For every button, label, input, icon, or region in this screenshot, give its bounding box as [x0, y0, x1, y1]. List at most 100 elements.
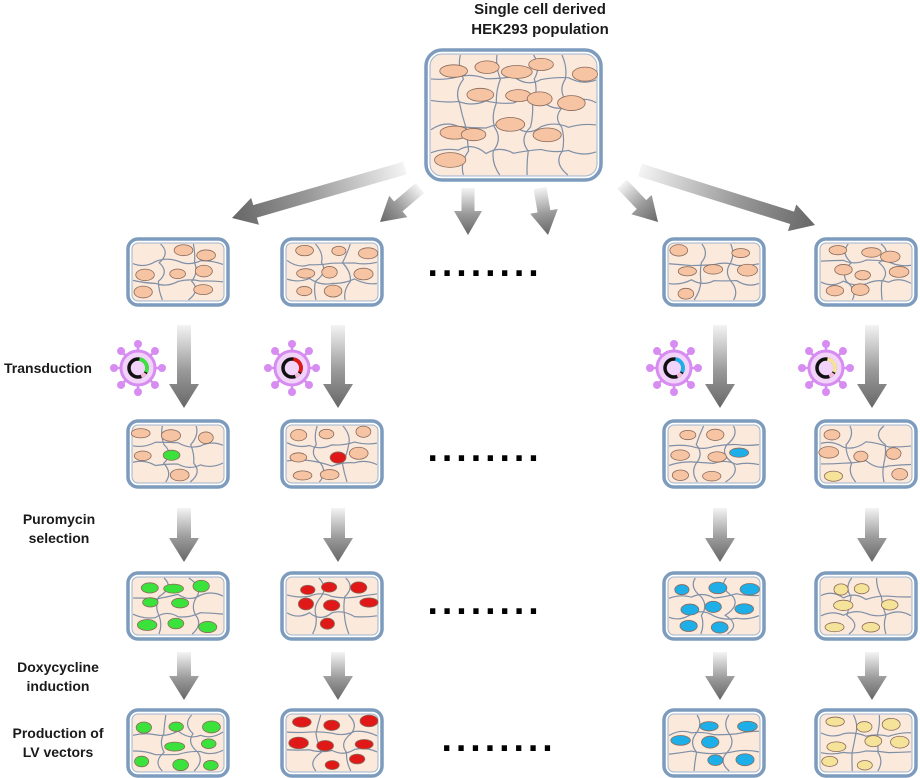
cell-boundary — [132, 460, 224, 468]
cell-nucleus — [134, 755, 150, 768]
cell-nucleus — [888, 266, 910, 278]
cell-nucleus — [735, 753, 755, 767]
cell-nucleus — [133, 285, 153, 299]
cell-boundary — [668, 593, 760, 599]
dish-inner — [429, 53, 598, 177]
cell-nucleus — [193, 284, 214, 296]
virus-spike-tip — [686, 380, 695, 389]
production-line-1: Production of — [12, 725, 104, 741]
cell-nucleus — [192, 579, 210, 593]
cell-nucleus — [168, 721, 184, 732]
cell-nucleus — [821, 755, 839, 767]
cell-nucleus — [739, 583, 760, 596]
arrow-icon — [638, 163, 815, 232]
cell-nucleus — [734, 603, 754, 615]
cell-nucleus — [710, 621, 729, 634]
cell-culture-icon — [662, 237, 766, 307]
step-label-puromycin: Puromycin selection — [14, 510, 104, 548]
plasmid-marker — [294, 372, 301, 379]
cell-boundary — [668, 611, 760, 620]
virus-spike-tip — [288, 388, 296, 396]
cell-nucleus — [329, 451, 347, 464]
arrow-shape — [857, 508, 887, 562]
arrow-shape — [323, 325, 353, 408]
arrow-icon — [169, 325, 199, 408]
cell-nucleus — [853, 583, 870, 595]
cell-nucleus — [679, 429, 697, 441]
virus-spike-tip — [110, 364, 118, 372]
virus-spike-tip — [117, 347, 126, 356]
cell-nucleus — [142, 597, 159, 608]
cell-nucleus — [474, 60, 500, 74]
cell-boundary — [186, 714, 201, 772]
cell-boundary — [430, 146, 597, 155]
cell-nucleus — [172, 758, 189, 772]
virus-spike-tip — [158, 364, 166, 372]
cell-nucleus — [321, 581, 338, 593]
cell-nucleus — [528, 58, 554, 71]
arrow-shape — [169, 325, 199, 408]
cell-nucleus — [864, 735, 883, 748]
cell-boundary — [820, 750, 912, 755]
cell-nucleus — [323, 284, 343, 298]
cell-nucleus — [677, 287, 695, 300]
virus-spike-tip — [805, 380, 814, 389]
plasmid-insert — [674, 357, 685, 373]
cell-nucleus — [731, 248, 750, 258]
cell-nucleus — [201, 738, 217, 749]
arrow-icon — [323, 325, 353, 408]
ellipsis-row-1: ........ — [427, 249, 543, 284]
cell-nucleus — [674, 584, 690, 596]
virus-spike-tip — [653, 347, 662, 356]
cell-nucleus — [289, 452, 308, 463]
cell-nucleus — [130, 428, 151, 439]
cell-nucleus — [677, 266, 697, 277]
step-label-production: Production of LV vectors — [3, 724, 113, 762]
cell-nucleus — [203, 760, 219, 771]
arrow-shape — [380, 183, 425, 222]
cell-nucleus — [881, 599, 899, 611]
cell-nucleus — [669, 244, 689, 257]
cell-nucleus — [296, 268, 316, 279]
arrow-icon — [380, 183, 425, 222]
plasmid-icon — [281, 357, 303, 379]
cell-boundary — [820, 460, 912, 468]
cell-nucleus — [856, 721, 873, 733]
cell-nucleus — [729, 447, 750, 458]
cell-boundary — [286, 259, 378, 267]
cell-boundary — [132, 749, 224, 756]
ellipsis-row-4: ........ — [441, 724, 557, 759]
cell-culture-icon — [814, 571, 918, 641]
cell-nucleus — [439, 64, 468, 78]
arrow-icon — [169, 508, 199, 562]
cell-boundary — [668, 730, 760, 737]
virus-spike-tip — [798, 364, 806, 372]
virus-spike-tip — [134, 340, 142, 348]
arrow-shape — [857, 652, 887, 700]
arrow-icon — [705, 325, 735, 408]
arrow-shape — [454, 188, 482, 235]
cell-boundary — [820, 611, 912, 617]
title-line-2: HEK293 population — [471, 21, 609, 38]
cell-boundary — [820, 279, 912, 286]
cell-nucleus — [323, 599, 341, 612]
cell-nucleus — [818, 446, 840, 459]
cell-nucleus — [162, 449, 181, 461]
virus-icon — [798, 340, 854, 396]
cell-boundary — [286, 611, 378, 619]
plasmid-marker — [676, 372, 683, 379]
cell-boundary — [286, 277, 378, 285]
cell-nucleus — [885, 447, 902, 460]
cell-nucleus — [359, 597, 379, 608]
arrow-icon — [857, 652, 887, 700]
cell-nucleus — [823, 429, 841, 441]
cell-nucleus — [169, 468, 190, 482]
cell-boundary — [286, 441, 378, 449]
puromycin-line-1: Puromycin — [22, 511, 96, 527]
cell-nucleus — [319, 617, 335, 630]
cell-nucleus — [319, 469, 340, 481]
cell-nucleus — [670, 449, 690, 461]
cell-nucleus — [160, 429, 181, 442]
cell-nucleus — [171, 597, 190, 609]
